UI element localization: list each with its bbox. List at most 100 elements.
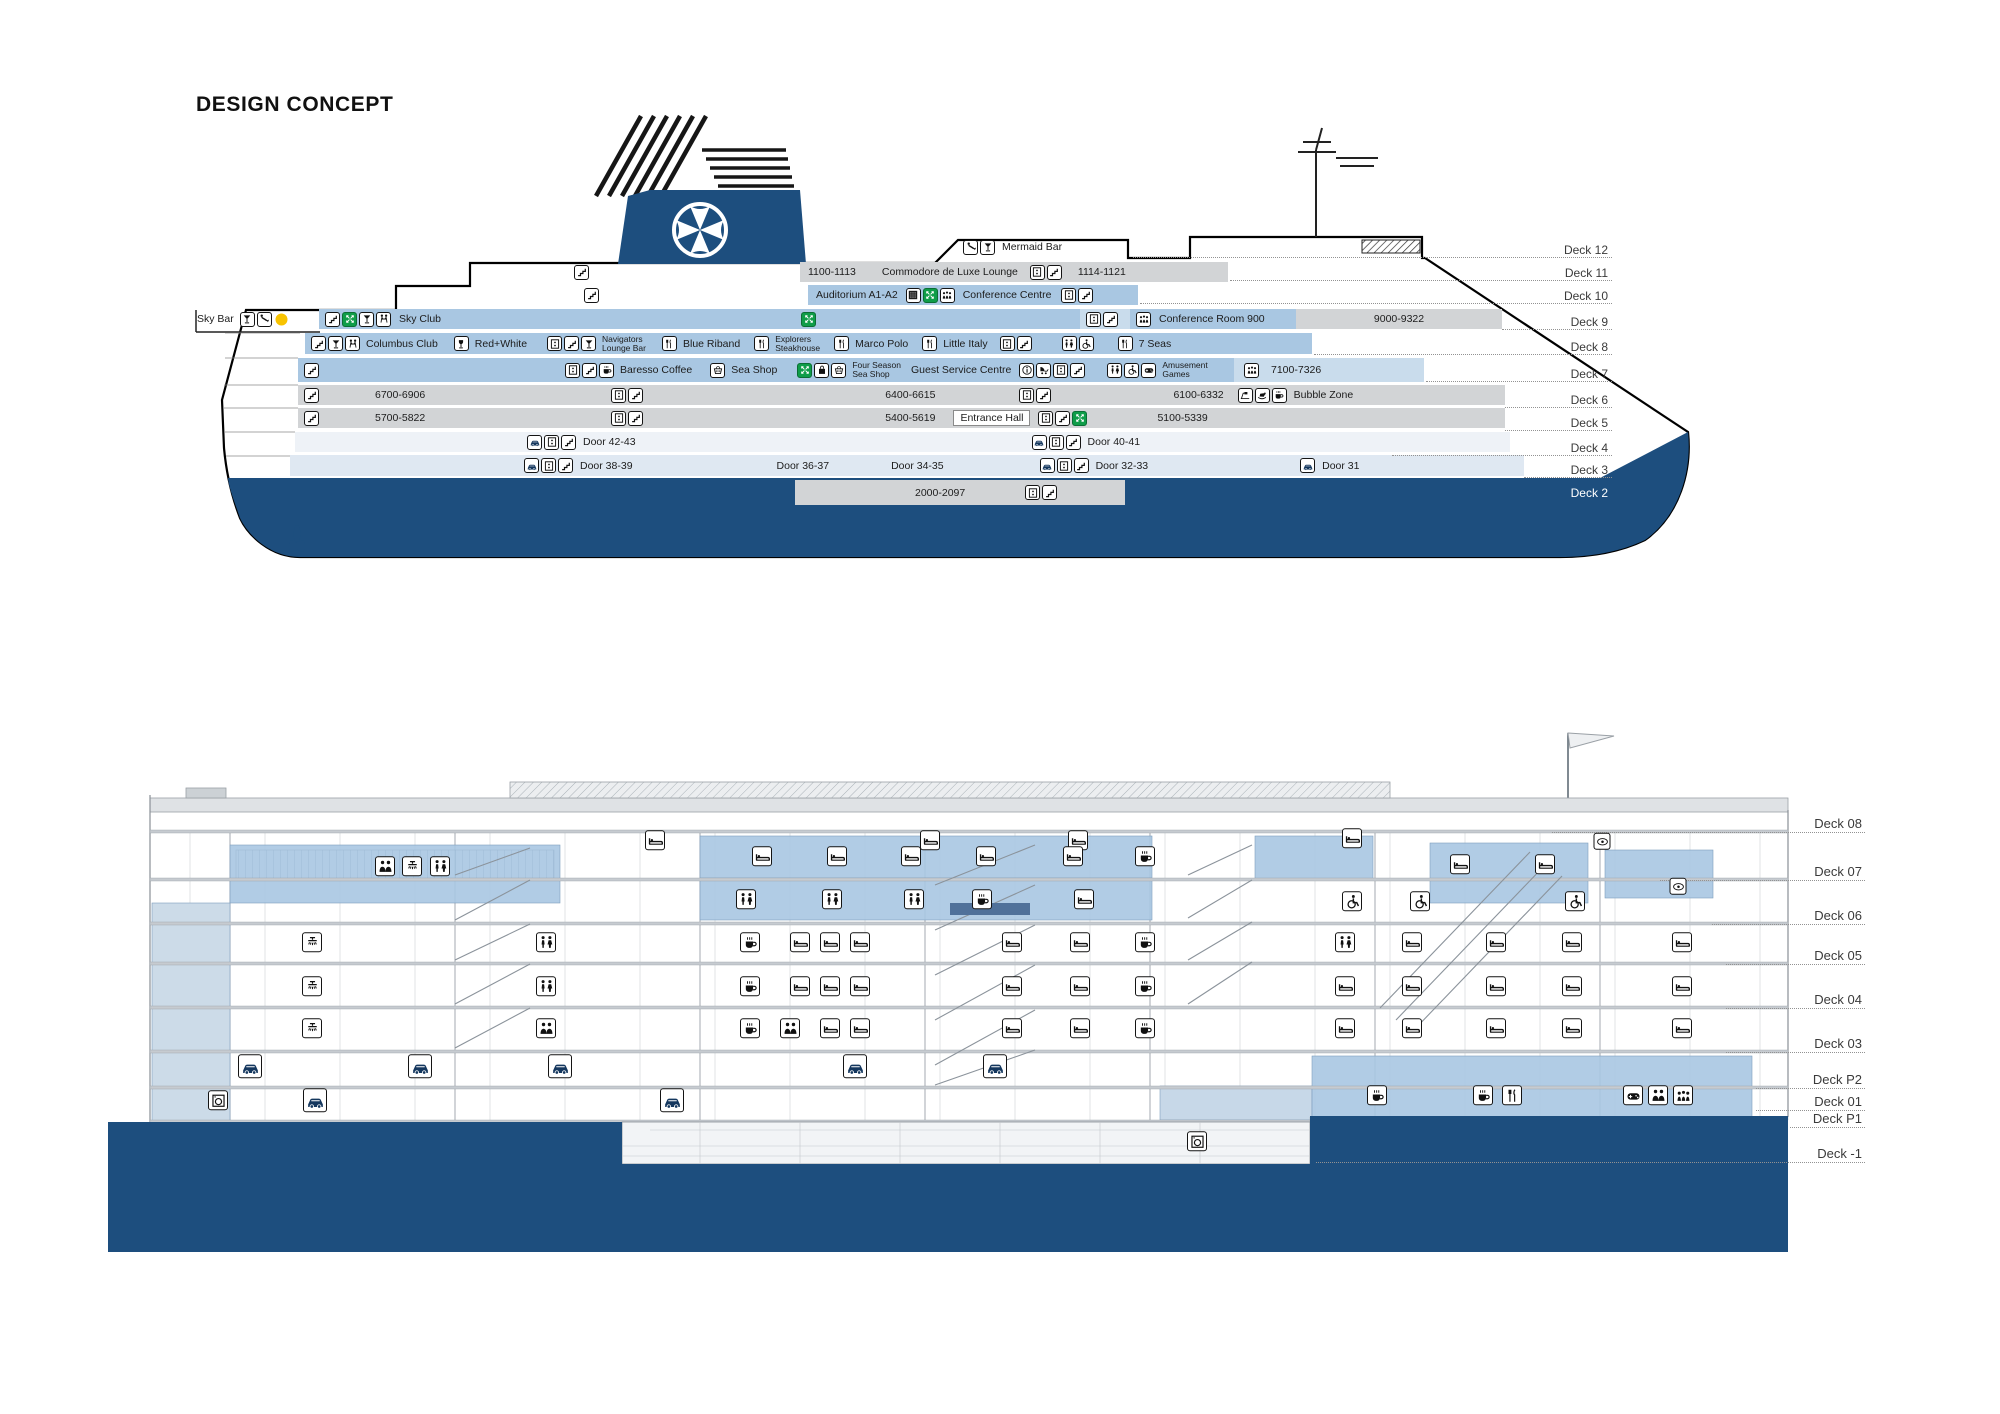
row-label: Marco Polo: [855, 337, 909, 350]
spacer: [1226, 395, 1236, 396]
spacer: [831, 465, 889, 466]
entrance-hall-chip: Entrance Hall: [953, 410, 1031, 426]
spacer: [295, 442, 525, 443]
row-label: Blue Riband: [682, 337, 741, 350]
coffee-icon: [1135, 1018, 1155, 1039]
bed-icon: [976, 846, 996, 867]
row-label: Columbus Club: [366, 337, 438, 350]
row-label: Door 31: [1322, 459, 1360, 472]
row-label: 1114-1121: [1077, 266, 1126, 278]
wc-icon: [1061, 336, 1077, 351]
spacer: [808, 295, 814, 296]
deck-leader-line: [1426, 381, 1612, 382]
row-label: 1100-1113: [808, 266, 856, 278]
bed-icon: [901, 846, 921, 867]
bed-icon: [1486, 1018, 1506, 1039]
coffee-icon-marker: [1135, 1018, 1155, 1042]
accessible-icon: [1124, 362, 1140, 378]
bed-icon: [1486, 932, 1506, 953]
profile-row-deck-9-segment: Sky Club: [319, 309, 1080, 329]
deck-label: Deck 01: [1814, 1094, 1862, 1109]
spacer: [937, 418, 951, 419]
exhaust-pipes-icon: [594, 114, 708, 198]
deck-leader-line: [1660, 880, 1865, 881]
spacer: [858, 272, 880, 273]
sun-icon: [274, 312, 289, 327]
bed-icon: [1562, 932, 1582, 953]
spacer: [440, 343, 452, 344]
people-icon-marker: [780, 1018, 800, 1042]
car-icon: [238, 1054, 262, 1079]
stairs-icon: [558, 458, 573, 473]
deck-leader-line: [1790, 1127, 1865, 1128]
spacer: [598, 343, 600, 344]
spacer: [1091, 465, 1094, 466]
spacer: [298, 395, 302, 396]
row-label-line: Lounge Bar: [602, 342, 646, 353]
deck-leader-line: [1726, 1008, 1865, 1009]
deck-leader-line: [1756, 1110, 1865, 1111]
spacer: [1087, 370, 1105, 371]
spacer: [742, 343, 752, 344]
deck-leader-line: [1726, 964, 1865, 965]
shower-icon-marker: [402, 856, 422, 880]
car-icon: [303, 1088, 327, 1113]
wc-icon-marker: [430, 856, 450, 880]
assembly-point-icon: [1072, 410, 1088, 426]
stairs-icon: [584, 287, 599, 303]
bed-icon: [1562, 1018, 1582, 1039]
row-label: Door 36-37: [776, 459, 830, 472]
wc-icon: [736, 889, 756, 910]
coffee-icon-marker: [972, 889, 992, 913]
bed-icon: [790, 932, 810, 953]
elevator-icon: [1053, 362, 1069, 378]
spacer: [1053, 395, 1171, 396]
row-label: Door 32-33: [1095, 459, 1149, 472]
deck-leader-line: [1314, 354, 1612, 355]
deck-label: Deck 5: [1570, 416, 1608, 430]
car-icon: [1300, 458, 1316, 473]
mermaid-icon: [256, 311, 272, 327]
profile-row-deck-9-segment: Conference Room 900: [1130, 309, 1296, 329]
wc-icon-marker: [822, 889, 842, 913]
spacer: [990, 343, 998, 344]
bed-icon-marker: [1402, 1018, 1422, 1042]
elevator-icon: [1029, 264, 1045, 280]
row-label: 2000-2097: [915, 486, 966, 499]
coffee-icon: [1271, 387, 1287, 403]
spacer: [1130, 319, 1134, 320]
profile-row-deck-9-segment: 9000-9322: [1296, 309, 1502, 329]
bed-icon-marker: [1002, 932, 1022, 956]
spacer: [795, 492, 913, 493]
deck-label: Deck 03: [1814, 1036, 1862, 1051]
bag-icon: [814, 362, 830, 378]
car-icon: [548, 1054, 572, 1079]
bed-icon-marker: [1535, 854, 1555, 878]
deck-leader-line: [1230, 280, 1612, 281]
spacer: [321, 370, 563, 371]
eye-icon-marker: [1593, 832, 1611, 854]
spacer: [362, 343, 364, 344]
bed-icon-marker: [1402, 976, 1422, 1000]
car-icon: [527, 434, 542, 450]
bed-icon-marker: [790, 932, 810, 956]
spacer: [645, 418, 883, 419]
restaurant-icon: [1117, 336, 1133, 351]
stairs-icon: [304, 387, 319, 403]
bed-icon-marker: [976, 846, 996, 870]
spacer: [1034, 343, 1060, 344]
spacer: [903, 370, 909, 371]
car-icon: [1031, 434, 1047, 450]
row-label: 6700-6906: [375, 389, 426, 401]
gamepad-icon: [1623, 1085, 1643, 1106]
elevator-icon: [544, 434, 559, 450]
washer-icon: [1187, 1131, 1207, 1152]
coffee-icon: [1473, 1085, 1493, 1106]
assembly-point-icon: [797, 362, 813, 378]
